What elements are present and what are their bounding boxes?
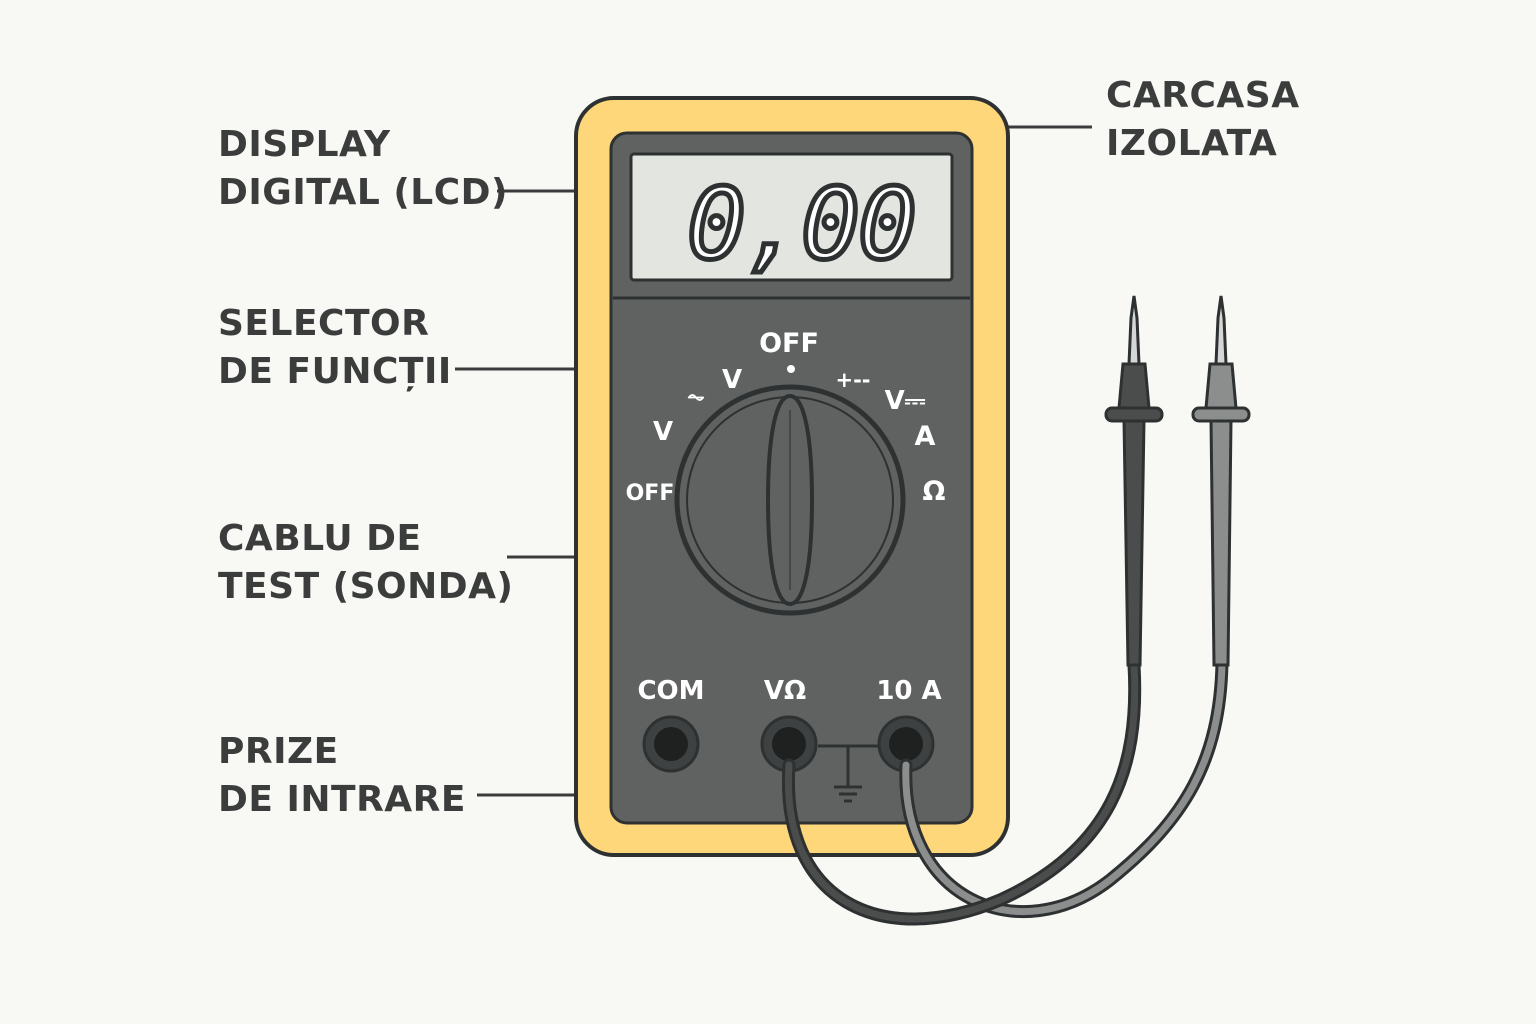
function-selector-dial[interactable] [674, 384, 906, 616]
test-lead-cables [781, 656, 1229, 926]
label-display: DISPLAY DIGITAL (LCD) [218, 121, 508, 217]
label-housing: CARCASA IZOLATA [1106, 72, 1300, 168]
dial-markings: OFF V ⏦ +‑‑ V⎓ V A OFF Ω [626, 328, 946, 507]
label-display-line2: DIGITAL (LCD) [218, 172, 508, 213]
label-selector-line2: DE FUNCȚII [218, 351, 452, 392]
label-selector: SELECTOR DE FUNCȚII [218, 300, 452, 396]
label-selector-line1: SELECTOR [218, 303, 430, 344]
label-cable: CABLU DE TEST (SONDA) [218, 515, 513, 611]
dial-off-top: OFF [759, 328, 819, 359]
dial-ohm: Ω [923, 476, 946, 507]
jack-labels: COM VΩ 10 A [637, 676, 941, 706]
label-housing-line1: CARCASA [1106, 75, 1300, 116]
lcd-reading: 0,00 [687, 168, 915, 282]
ground-symbol-icon [818, 744, 878, 803]
dial-off-left: OFF [626, 481, 675, 506]
jack-com[interactable] [642, 715, 700, 773]
dial-diode-symbol: +‑‑ [835, 368, 870, 392]
dial-v-ac-symbol: ⏦ [687, 385, 705, 410]
label-housing-line2: IZOLATA [1106, 123, 1278, 164]
label-cable-line1: CABLU DE [218, 518, 422, 559]
dial-indicator-dot [787, 365, 795, 373]
label-jacks-line1: PRIZE [218, 731, 339, 772]
cable-dark [784, 661, 1139, 923]
dial-v-left: V [653, 417, 673, 447]
dial-v-dc: V⎓ [885, 386, 926, 416]
dial-a: A [915, 421, 936, 452]
label-cable-line2: TEST (SONDA) [218, 566, 514, 607]
cable-light [902, 659, 1226, 916]
jack-label-com: COM [637, 676, 704, 706]
jack-label-v-ohm: VΩ [764, 676, 806, 706]
label-jacks-line2: DE INTRARE [218, 779, 466, 820]
label-jacks: PRIZE DE INTRARE [218, 728, 466, 824]
label-display-line1: DISPLAY [218, 124, 391, 165]
test-probe-black[interactable] [1104, 295, 1164, 667]
input-jacks[interactable] [642, 715, 935, 773]
lcd-screen [629, 152, 954, 282]
dial-v-upper: V [722, 365, 742, 395]
test-probe-gray[interactable] [1191, 295, 1251, 667]
jack-label-10a: 10 A [876, 676, 941, 706]
